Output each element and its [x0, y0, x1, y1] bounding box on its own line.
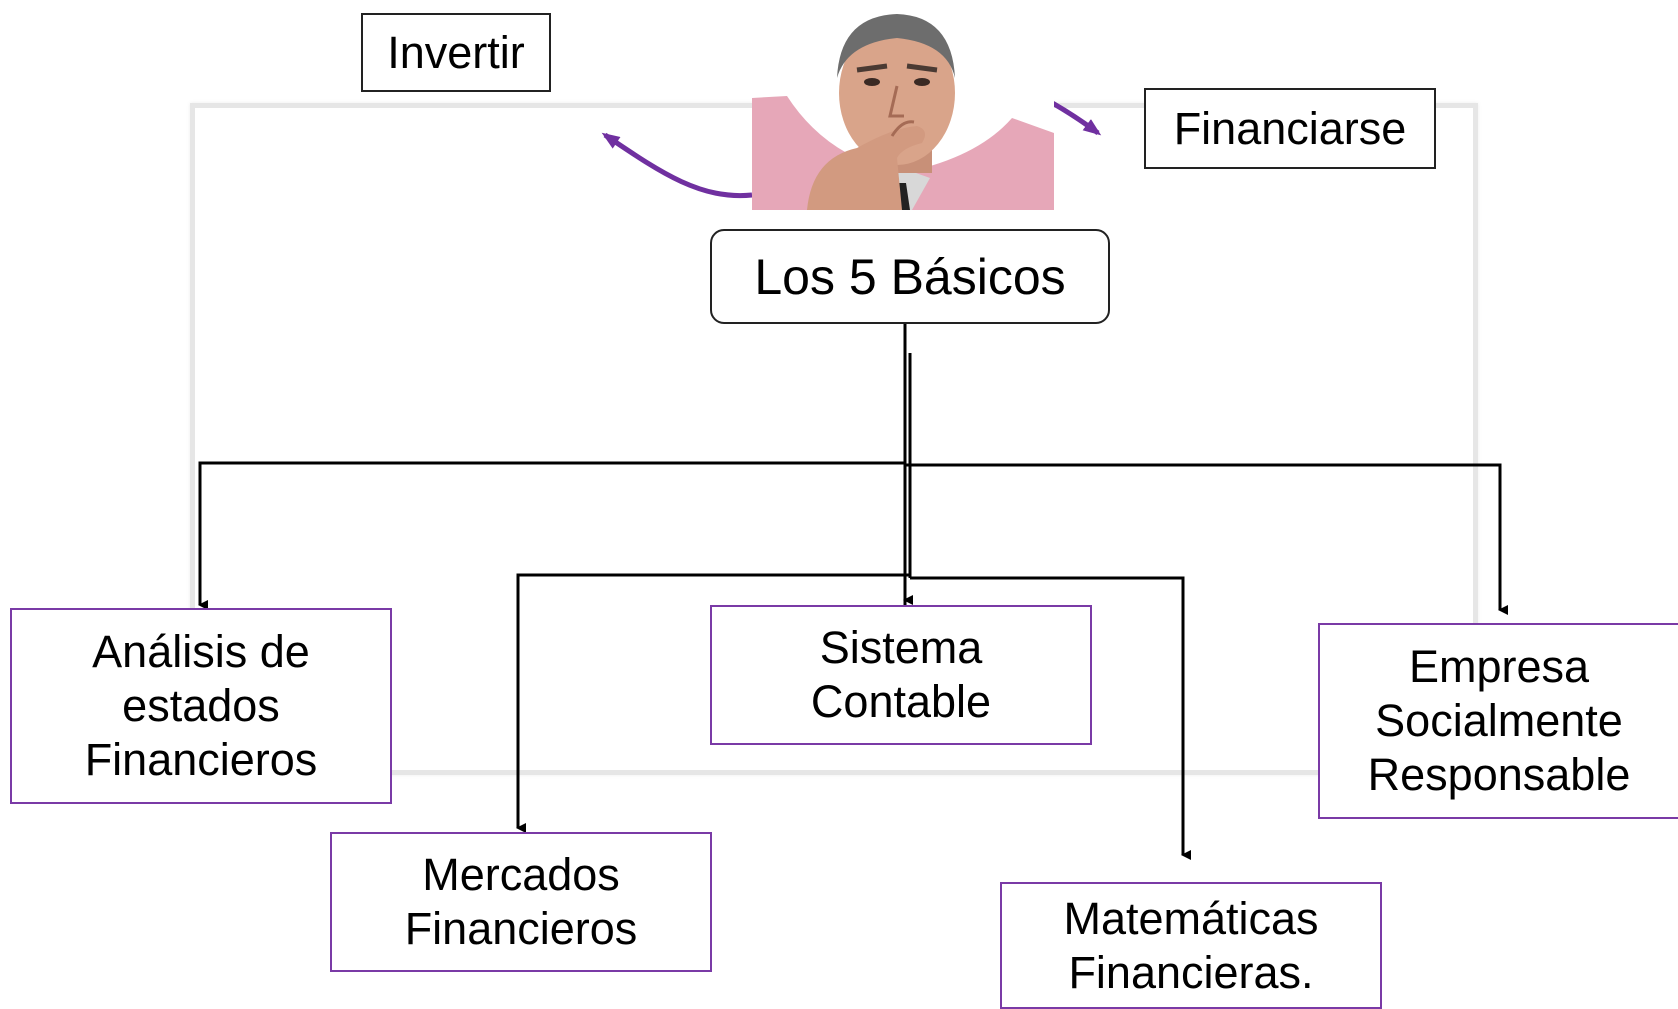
invertir-box: Invertir: [361, 13, 551, 92]
node-empresa: Empresa Socialmente Responsable: [1318, 623, 1678, 819]
root-label: Los 5 Básicos: [754, 248, 1066, 305]
financiarse-box: Financiarse: [1144, 88, 1436, 169]
edge-root-analisis: [198, 461, 905, 610]
node-matematicas-label: Matemáticas Financieras.: [1063, 892, 1319, 998]
thinking-man-photo: [752, 8, 1054, 210]
invertir-label: Invertir: [387, 26, 525, 78]
edge-root-matematicas: [910, 576, 1191, 860]
node-sistema-label: Sistema Contable: [810, 622, 992, 727]
financiarse-label: Financiarse: [1173, 102, 1407, 154]
edge-root-mercados: [516, 573, 910, 833]
node-mercados-label: Mercados Financieros: [404, 849, 638, 954]
edge-root-empresa: [905, 463, 1508, 615]
root-node: Los 5 Básicos: [710, 229, 1110, 324]
node-sistema: Sistema Contable: [710, 605, 1092, 745]
node-matematicas: Matemáticas Financieras.: [1000, 882, 1382, 1009]
node-analisis-label: Análisis de estados Financieros: [84, 626, 318, 785]
node-analisis: Análisis de estados Financieros: [10, 608, 392, 804]
node-empresa-label: Empresa Socialmente Responsable: [1367, 641, 1631, 800]
edge-photo-invertir: [601, 132, 753, 199]
node-mercados: Mercados Financieros: [330, 832, 712, 972]
